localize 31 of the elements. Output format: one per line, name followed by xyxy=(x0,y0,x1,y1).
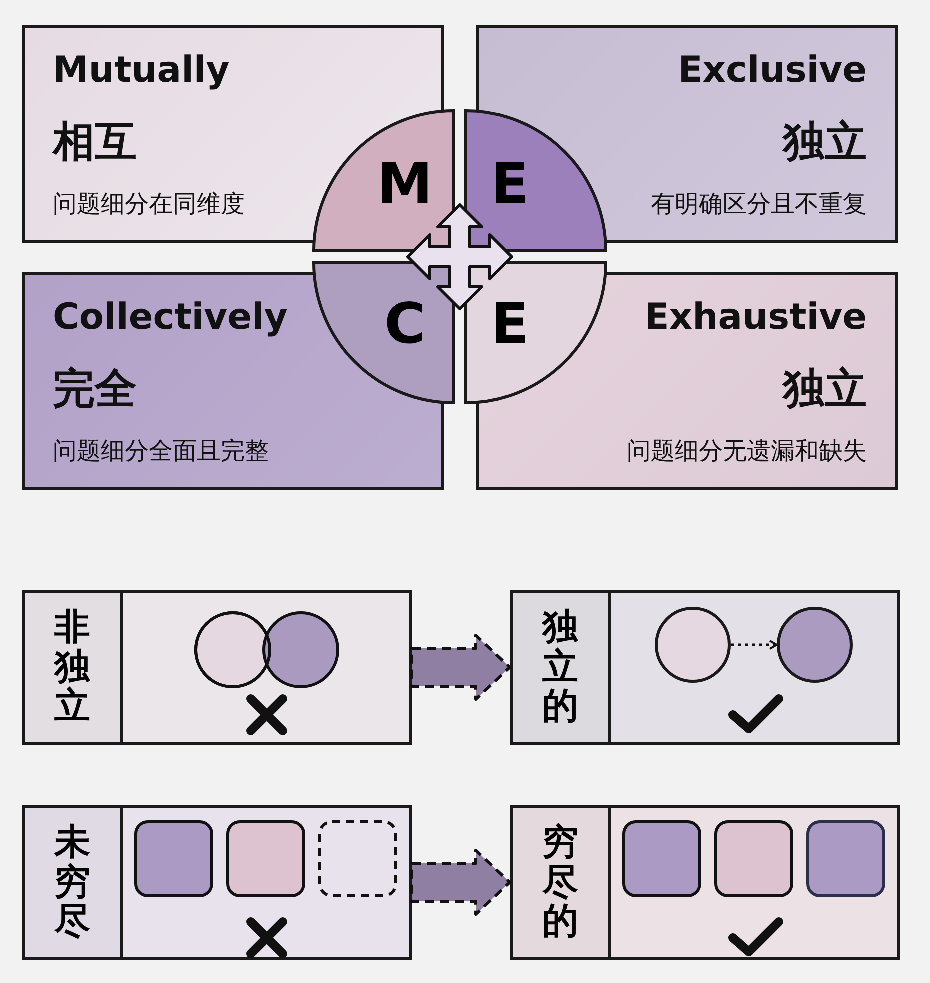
card-subheading: 独立 xyxy=(783,363,867,415)
quadrant-letter: C xyxy=(384,297,426,353)
quadrant-letter: E xyxy=(490,157,530,213)
card-description: 问题细分在同维度 xyxy=(53,189,245,220)
card-subheading: 独立 xyxy=(783,116,867,168)
comparison-panel xyxy=(22,590,412,745)
card-heading: Collectively xyxy=(53,297,288,338)
quadrant-segment xyxy=(464,261,608,405)
arrow xyxy=(731,640,778,650)
card-heading: Exhaustive xyxy=(644,297,867,338)
card-heading: Exclusive xyxy=(678,50,867,91)
block-arrow xyxy=(410,849,512,916)
card-subheading: 完全 xyxy=(53,363,137,415)
quadrant-segment xyxy=(464,109,608,253)
comparison-panel xyxy=(510,590,900,745)
card-description: 有明确区分且不重复 xyxy=(651,189,867,220)
card-subheading: 相互 xyxy=(53,116,137,168)
quadrant-segment xyxy=(312,261,456,405)
quadrant-segment xyxy=(312,109,456,253)
card-description: 问题细分无遗漏和缺失 xyxy=(627,436,867,467)
vertical-label: 独立的 xyxy=(542,608,578,727)
card-description: 问题细分全面且完整 xyxy=(53,436,269,467)
comparison-panel xyxy=(22,805,412,960)
vertical-label: 非独立 xyxy=(54,608,90,727)
block-arrow xyxy=(410,634,512,701)
quadrant-letter: E xyxy=(490,297,530,353)
vertical-label: 穷尽的 xyxy=(542,823,578,942)
comparison-panel xyxy=(510,805,900,960)
quadrant-letter: M xyxy=(377,157,433,213)
vertical-label: 未穷尽 xyxy=(54,823,90,942)
card-heading: Mutually xyxy=(53,50,230,91)
